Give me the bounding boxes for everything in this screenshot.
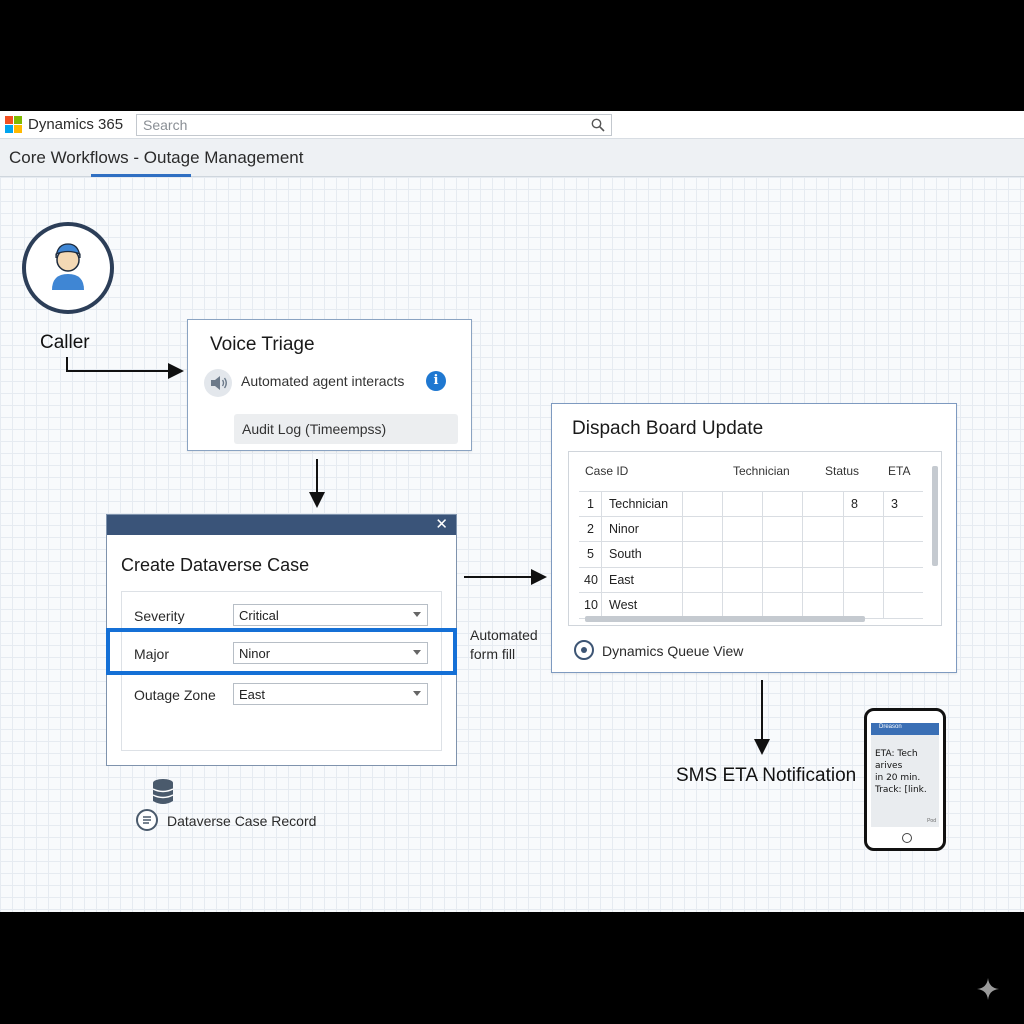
sms-message: ETA: Tech arives in 20 min. Track: [link…	[875, 748, 939, 796]
create-case-dialog: ✕ Create Dataverse Case Severity Critica…	[106, 514, 457, 766]
outage-zone-label: Outage Zone	[134, 687, 216, 703]
top-bar: Dynamics 365	[0, 111, 1024, 139]
automated-fill-label: Automated form fill	[470, 626, 538, 664]
case-id-cell: 40	[584, 572, 598, 587]
column-divider	[601, 491, 602, 619]
severity-label: Severity	[134, 608, 185, 624]
phone-screen: Dreason ETA: Tech arives in 20 min. Trac…	[871, 723, 939, 827]
letterbox-top	[0, 0, 1024, 111]
outage-zone-value: East	[239, 687, 266, 702]
scrollbar-thumb[interactable]	[932, 466, 938, 566]
voice-triage-title: Voice Triage	[210, 334, 315, 355]
column-divider	[843, 491, 844, 619]
field-highlight	[106, 628, 457, 675]
column-divider	[883, 491, 884, 619]
major-select[interactable]: Ninor	[233, 642, 428, 664]
queue-view-icon[interactable]	[574, 640, 594, 660]
severity-value: Critical	[239, 608, 279, 623]
queue-view-label[interactable]: Dynamics Queue View	[602, 643, 744, 659]
caller-avatar	[22, 222, 114, 314]
speaker-icon	[204, 369, 232, 397]
column-header-status[interactable]: Status	[825, 464, 860, 478]
dataverse-record-label: Dataverse Case Record	[167, 813, 317, 829]
column-header-technician[interactable]: Technician	[733, 464, 790, 478]
sms-line3: Track: [link.	[875, 785, 927, 795]
caller-label: Caller	[40, 332, 90, 353]
sms-meta: Pod	[927, 818, 936, 824]
column-divider	[682, 491, 683, 619]
major-label: Major	[134, 646, 170, 662]
search-icon[interactable]	[591, 118, 605, 132]
technician-cell: East	[609, 572, 635, 587]
page-header: Core Workflows - Outage Management	[0, 139, 1024, 177]
status-cell: 8	[851, 497, 858, 511]
case-id-cell: 1	[587, 497, 594, 511]
sms-line2: in 20 min.	[875, 773, 921, 783]
search-box[interactable]	[136, 114, 612, 136]
sms-header-bar: Dreason	[871, 723, 939, 735]
case-id-cell: 5	[587, 547, 594, 561]
table-row[interactable]: 40 East	[579, 568, 923, 593]
technician-cell: West	[609, 598, 638, 612]
info-icon[interactable]: i	[426, 371, 446, 391]
column-divider	[802, 491, 803, 619]
automated-fill-line2: form fill	[470, 646, 516, 662]
user-icon	[52, 243, 84, 290]
outage-zone-select[interactable]: East	[233, 683, 428, 705]
automated-fill-line1: Automated	[470, 627, 538, 643]
eta-cell: 3	[891, 497, 898, 511]
dialog-title: Create Dataverse Case	[121, 555, 310, 575]
dispatch-board-title: Dispach Board Update	[572, 418, 764, 439]
scrollbar-thumb[interactable]	[585, 616, 865, 622]
dialog-titlebar: ✕	[107, 515, 456, 535]
voice-triage-card[interactable]: Voice Triage Automated agent interacts i…	[187, 319, 472, 451]
column-header-case-id[interactable]: Case ID	[585, 464, 629, 478]
app-brand: Dynamics 365	[28, 116, 124, 133]
chevron-down-icon	[413, 612, 421, 617]
table-row[interactable]: 1 Technician 8 3	[579, 491, 923, 517]
major-value: Ninor	[239, 646, 271, 661]
dispatch-board-card: Dispach Board Update Case ID Technician …	[551, 403, 957, 673]
audit-log-button[interactable]: Audit Log (Timeempss)	[234, 414, 458, 444]
sms-notification-label: SMS ETA Notification	[676, 765, 857, 786]
phone-mockup: Dreason ETA: Tech arives in 20 min. Trac…	[864, 708, 946, 851]
database-icon	[152, 779, 174, 804]
technician-cell: Technician	[609, 497, 669, 511]
case-id-cell: 10	[584, 598, 598, 612]
technician-cell: South	[609, 547, 642, 561]
sms-line1: ETA: Tech arives	[875, 749, 918, 771]
severity-select[interactable]: Critical	[233, 604, 428, 626]
close-icon[interactable]: ✕	[435, 516, 448, 533]
sms-header: Dreason	[879, 724, 902, 730]
column-header-eta[interactable]: ETA	[888, 464, 911, 478]
search-input[interactable]	[137, 115, 577, 135]
chevron-down-icon	[413, 691, 421, 696]
column-divider	[762, 491, 763, 619]
dispatch-table[interactable]: Case ID Technician Status ETA 1 Technici…	[568, 451, 942, 626]
table-body: 1 Technician 8 3 2 Ninor 5 South 40 East	[579, 491, 923, 619]
record-icon	[136, 809, 158, 831]
vertical-scrollbar[interactable]	[930, 456, 940, 621]
table-row[interactable]: 5 South	[579, 542, 923, 568]
letterbox-bottom	[0, 912, 1024, 1024]
column-divider	[722, 491, 723, 619]
agent-interaction-text: Automated agent interacts	[241, 373, 405, 389]
audit-log-label: Audit Log (Timeempss)	[242, 421, 387, 437]
home-button	[902, 833, 912, 843]
case-id-cell: 2	[587, 521, 594, 536]
microsoft-logo-icon	[5, 116, 22, 133]
sparkle-icon	[977, 978, 999, 1000]
table-row[interactable]: 2 Ninor	[579, 517, 923, 542]
technician-cell: Ninor	[609, 521, 639, 536]
page-title: Core Workflows - Outage Management	[9, 148, 304, 167]
horizontal-scrollbar[interactable]	[571, 614, 929, 624]
app-window: Dynamics 365 Core Workflows - Outage Man…	[0, 111, 1024, 912]
active-tab-indicator	[91, 174, 191, 177]
chevron-down-icon	[413, 650, 421, 655]
